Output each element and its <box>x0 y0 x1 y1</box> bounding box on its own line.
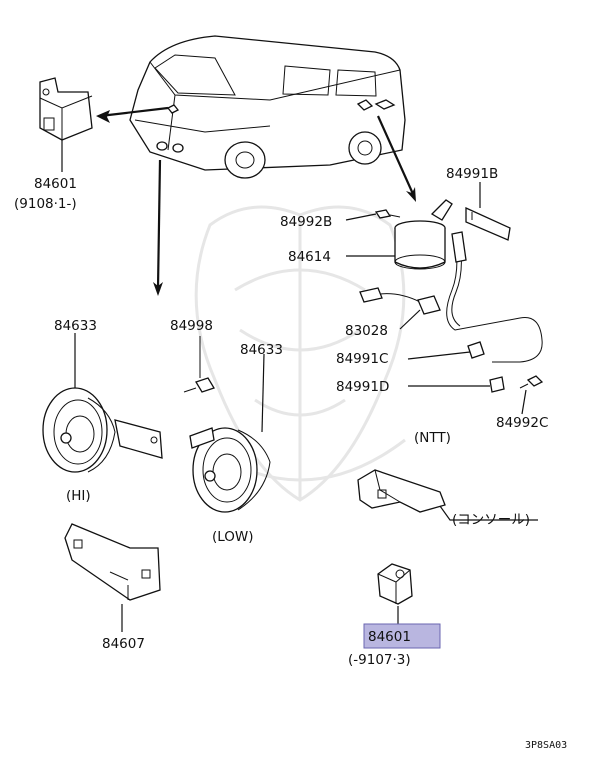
diagram-code: 3P8SA03 <box>525 740 567 751</box>
label-84601-upper: 84601 <box>34 176 77 192</box>
label-84633-right: 84633 <box>240 342 283 358</box>
relay-84601-upper <box>39 77 93 141</box>
label-84992b: 84992B <box>280 214 332 230</box>
clip-84991c <box>467 341 485 359</box>
label-84633-left: 84633 <box>54 318 97 334</box>
harness-83028 <box>359 231 543 363</box>
horn-low <box>189 427 271 513</box>
bolt-84998 <box>183 336 215 393</box>
horn-relay-84614 <box>394 199 453 270</box>
label-84991b: 84991B <box>446 166 498 182</box>
highlight-box <box>363 623 441 649</box>
console-bracket <box>357 469 446 513</box>
van-outline <box>129 35 406 179</box>
pointer-arrows <box>96 106 416 296</box>
label-84992c: 84992C <box>496 415 548 431</box>
label-84601-lower: 84601 <box>368 629 411 645</box>
label-84614: 84614 <box>288 249 331 265</box>
relay-84601-lower <box>377 563 413 605</box>
label-low: (LOW) <box>212 529 254 545</box>
screw-84992c <box>519 375 544 389</box>
label-hi: (HI) <box>66 488 91 504</box>
label-84601-upper-note: (9108·1-) <box>14 196 77 212</box>
label-84607: 84607 <box>102 636 145 652</box>
label-console: (コンソール) <box>452 512 530 528</box>
bracket-84991b <box>465 206 511 241</box>
label-83028: 83028 <box>345 323 388 339</box>
label-84998: 84998 <box>170 318 213 334</box>
label-84991d: 84991D <box>336 379 389 395</box>
horn-hi <box>42 387 163 473</box>
leader-lines <box>61 140 538 632</box>
bracket-84607 <box>64 523 161 601</box>
label-84601-lower-note: (-9107·3) <box>348 652 411 668</box>
screw-84992b <box>374 209 401 219</box>
clip-84991d <box>489 376 505 393</box>
label-ntt: (NTT) <box>414 430 451 446</box>
label-84991c: 84991C <box>336 351 388 367</box>
